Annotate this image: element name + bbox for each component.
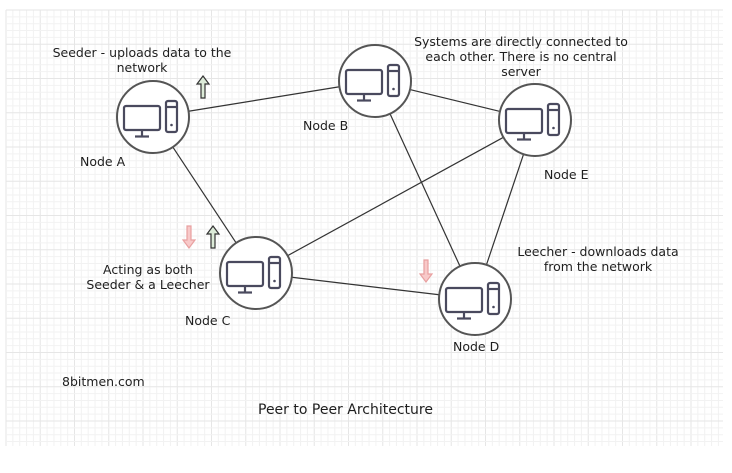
tower-power-dot <box>492 305 495 309</box>
edge-a-b <box>188 86 340 112</box>
node-a[interactable] <box>116 80 190 154</box>
node-circle <box>219 236 293 310</box>
node-circle <box>338 44 412 118</box>
node-b[interactable] <box>338 44 412 118</box>
desktop-computer-icon <box>504 102 561 141</box>
edge-d-e <box>485 153 525 266</box>
edge-b-e <box>409 88 501 113</box>
node-e-label: Node E <box>544 167 589 182</box>
node-c[interactable] <box>219 236 293 310</box>
tower-power-dot <box>273 279 276 283</box>
tower-power-dot <box>392 87 395 91</box>
edge-b-d <box>389 113 461 267</box>
both-annotation-line-2: Seeder & a Leecher <box>86 277 210 292</box>
node-a-label: Node A <box>80 154 126 169</box>
node-circle <box>438 262 512 336</box>
leecher-annotation: Leecher - downloads data from the networ… <box>517 244 678 274</box>
peer-nodes <box>116 44 572 336</box>
systems-annotation-line-1: Systems are directly connected to <box>414 34 628 49</box>
tower-icon <box>546 102 561 137</box>
systems-annotation-line-2: each other. There is no central <box>425 49 616 64</box>
transfer-arrows <box>181 75 434 283</box>
leecher-annotation-line-2: from the network <box>544 259 653 274</box>
both-annotation: Acting as both Seeder & a Leecher <box>86 262 210 292</box>
node-b-label: Node B <box>303 118 348 133</box>
node-d-label: Node D <box>453 339 499 354</box>
seeder-annotation-line-2: network <box>117 60 169 75</box>
node-e[interactable] <box>498 83 572 157</box>
systems-annotation-line-3: server <box>501 64 541 79</box>
both-annotation-line-1: Acting as both <box>103 262 193 277</box>
tower-icon <box>164 99 179 134</box>
upload-arrow-icon <box>195 75 211 99</box>
tower-icon <box>486 281 501 316</box>
leecher-annotation-line-1: Leecher - downloads data <box>517 244 678 259</box>
desktop-computer-icon <box>122 99 179 138</box>
edge-c-d <box>291 276 440 296</box>
tower-power-dot <box>552 126 555 130</box>
connection-edges <box>172 86 525 296</box>
edge-a-c <box>172 146 237 244</box>
tower-icon <box>386 63 401 98</box>
download-arrow-icon <box>181 225 197 249</box>
diagram-title: Peer to Peer Architecture <box>258 402 433 418</box>
seeder-annotation-line-1: Seeder - uploads data to the <box>53 45 232 60</box>
desktop-computer-icon <box>225 255 282 294</box>
node-circle <box>116 80 190 154</box>
tower-icon <box>267 255 282 290</box>
watermark: 8bitmen.com <box>62 374 145 389</box>
edge-c-e <box>287 136 504 257</box>
tower-power-dot <box>170 123 173 127</box>
node-d[interactable] <box>438 262 512 336</box>
seeder-annotation: Seeder - uploads data to the network <box>53 45 232 75</box>
upload-arrow-icon <box>205 225 221 249</box>
node-circle <box>498 83 572 157</box>
desktop-computer-icon <box>444 281 501 320</box>
desktop-computer-icon <box>344 63 401 102</box>
node-c-label: Node C <box>185 313 231 328</box>
systems-annotation: Systems are directly connected to each o… <box>414 34 628 79</box>
download-arrow-icon <box>418 259 434 283</box>
